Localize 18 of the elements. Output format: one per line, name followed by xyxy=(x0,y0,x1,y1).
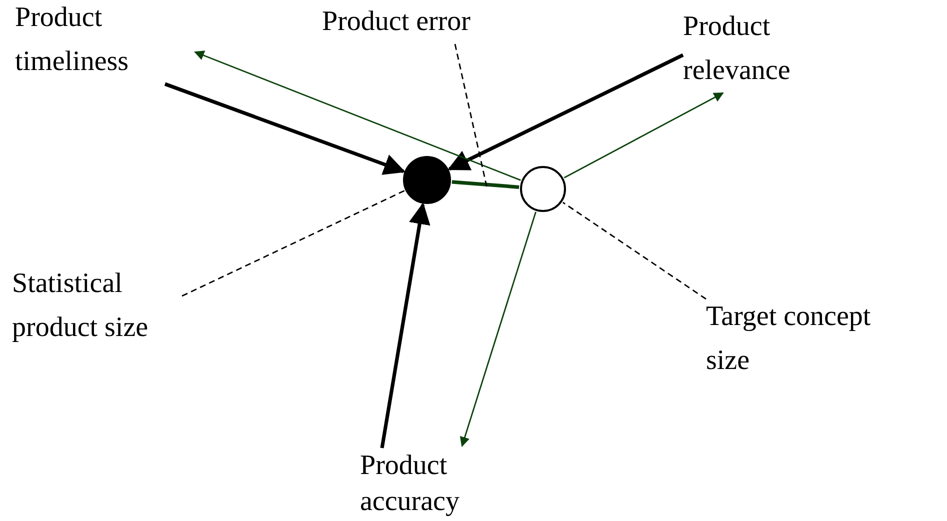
arrow xyxy=(460,212,536,447)
arrow xyxy=(564,92,724,178)
node-label: Product error xyxy=(322,5,472,39)
node-label: Statistical product size xyxy=(12,267,150,345)
node-label: Target concept size xyxy=(706,300,872,378)
connector-line xyxy=(452,180,520,189)
node-label: Product accuracy xyxy=(360,449,460,519)
filled-circle xyxy=(403,156,451,204)
node-label: Product relevance xyxy=(683,10,792,88)
leader-line xyxy=(562,202,706,300)
node-label: Product timeliness xyxy=(15,1,130,79)
leader-line xyxy=(182,190,405,297)
arrow xyxy=(448,53,684,171)
leader-line xyxy=(454,44,488,188)
hollow-circle xyxy=(520,166,566,212)
arrow xyxy=(164,82,406,175)
arrow xyxy=(380,202,430,448)
arrow xyxy=(194,50,521,181)
